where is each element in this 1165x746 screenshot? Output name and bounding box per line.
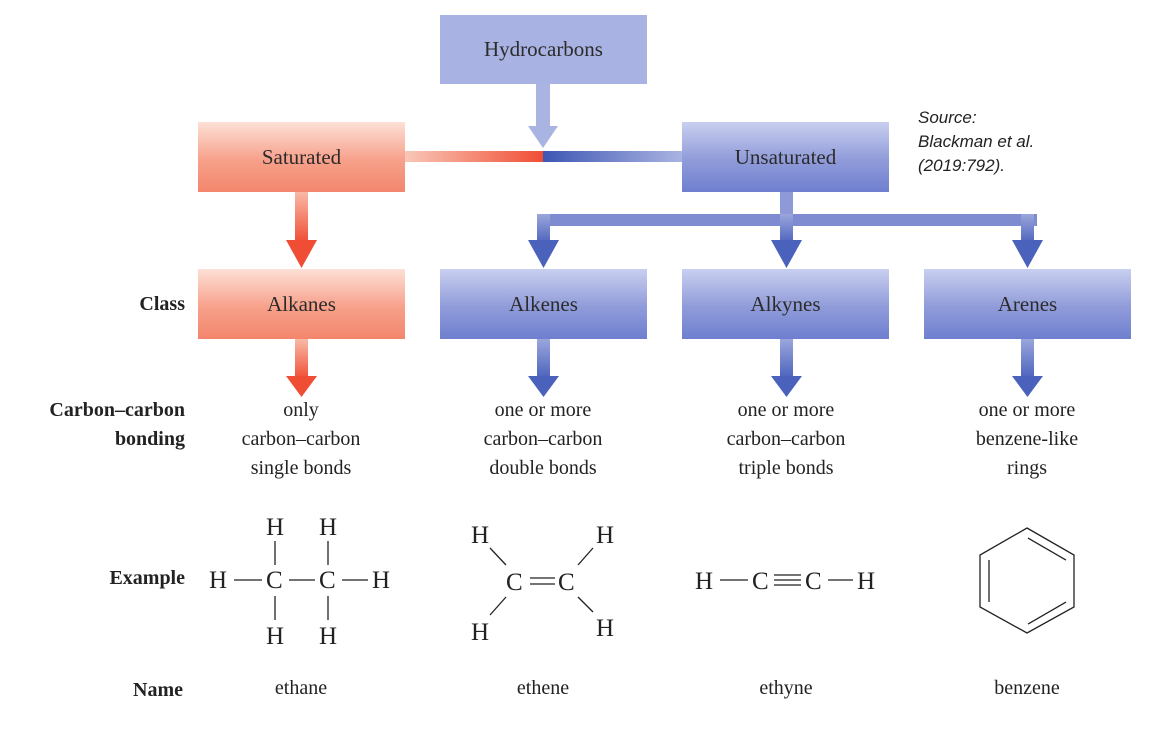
alkynes-label: Alkynes: [750, 291, 821, 316]
class-row-label: Class: [139, 293, 185, 315]
bonding-line: triple bonds: [738, 457, 834, 479]
benzene-structure: [979, 527, 1075, 634]
source-line-3: (2019:792).: [918, 156, 1005, 175]
ethane-h-top-right: H: [319, 514, 337, 541]
alkanes-box: Alkanes: [198, 269, 405, 339]
ethane-c-left: C: [266, 567, 283, 594]
ethane-structure: H H H C C H H H: [209, 514, 390, 650]
unsaturated-branch-arrows: [528, 192, 1043, 268]
bonding-line: carbon–carbon: [726, 428, 846, 450]
ethyne-c-left: C: [752, 568, 769, 595]
unsaturated-label: Unsaturated: [734, 144, 837, 169]
ethene-name: ethene: [516, 677, 570, 699]
ethene-h-bottom-left: H: [471, 619, 489, 646]
name-row-label: Name: [133, 679, 183, 701]
bonding-label-line-1: Carbon–carbon: [49, 399, 185, 421]
saturated-box: Saturated: [198, 122, 405, 192]
ethyne-h-left: H: [695, 568, 713, 595]
alkenes-down-arrow: [528, 339, 559, 397]
ethane-h-right: H: [372, 567, 390, 594]
ethane-h-bottom-left: H: [266, 623, 284, 650]
alkenes-label: Alkenes: [509, 291, 578, 316]
ethane-name: ethane: [274, 677, 328, 699]
bonding-line: one or more: [494, 399, 592, 421]
saturated-label: Saturated: [261, 144, 342, 169]
ethane-h-bottom-right: H: [319, 623, 337, 650]
source-line-1: Source:: [918, 108, 977, 127]
arenes-bonding: one or more benzene-like rings: [907, 396, 1147, 483]
ethyne-c-right: C: [805, 568, 822, 595]
unsaturated-connector: [543, 151, 682, 162]
ethyne-structure: H C C H: [695, 568, 875, 595]
bonding-line: carbon–carbon: [483, 428, 603, 450]
alkanes-bonding: only carbon–carbon single bonds: [181, 396, 421, 483]
bonding-line: one or more: [978, 399, 1076, 421]
bonding-line: double bonds: [489, 457, 597, 479]
bonding-line: carbon–carbon: [241, 428, 361, 450]
ethene-structure: H H C C H H: [471, 522, 614, 646]
alkynes-bonding: one or more carbon–carbon triple bonds: [666, 396, 906, 483]
alkenes-bonding: one or more carbon–carbon double bonds: [423, 396, 663, 483]
saturated-connector: [405, 151, 543, 162]
benzene-name: benzene: [994, 677, 1060, 699]
arenes-down-arrow: [1012, 339, 1043, 397]
alkanes-down-arrow: [286, 339, 317, 397]
bonding-line: only: [283, 399, 319, 421]
source-line-2: Blackman et al.: [918, 132, 1035, 151]
bonding-line: rings: [1007, 457, 1047, 479]
bonding-line: single bonds: [250, 457, 352, 479]
source-note: Source: Blackman et al. (2019:792).: [918, 106, 1034, 178]
ethane-h-top-left: H: [266, 514, 284, 541]
ethene-c-left: C: [506, 569, 523, 596]
alkynes-box: Alkynes: [682, 269, 889, 339]
ethyne-name: ethyne: [759, 677, 813, 699]
arenes-box: Arenes: [924, 269, 1131, 339]
ethyne-h-right: H: [857, 568, 875, 595]
hydrocarbons-box: Hydrocarbons: [440, 15, 647, 84]
hydrocarbons-arrow: [528, 84, 558, 148]
bonding-line: benzene-like: [975, 428, 1079, 450]
ethane-c-right: C: [319, 567, 336, 594]
unsaturated-box: Unsaturated: [682, 122, 889, 192]
saturated-to-alkanes-arrow: [286, 192, 317, 268]
arenes-label: Arenes: [997, 291, 1058, 316]
bonding-row-label: Carbon–carbon bonding: [10, 396, 185, 454]
example-row-label: Example: [109, 567, 185, 589]
ethene-h-bottom-right: H: [596, 615, 614, 642]
alkenes-box: Alkenes: [440, 269, 647, 339]
alkanes-label: Alkanes: [267, 291, 336, 316]
hydrocarbons-label: Hydrocarbons: [484, 37, 603, 61]
bonding-line: one or more: [737, 399, 835, 421]
ethene-h-top-left: H: [471, 522, 489, 549]
ethene-c-right: C: [558, 569, 575, 596]
ethene-h-top-right: H: [596, 522, 614, 549]
alkynes-down-arrow: [771, 339, 802, 397]
bonding-label-line-2: bonding: [114, 428, 185, 450]
ethane-h-left: H: [209, 567, 227, 594]
